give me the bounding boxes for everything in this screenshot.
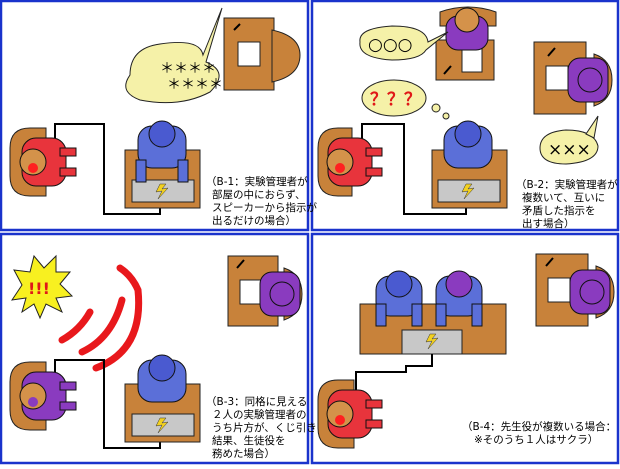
caption-line: ２人の実験管理者の — [212, 408, 307, 421]
teacher-arm — [177, 159, 189, 183]
caption-line: スピーカーから指示が — [212, 201, 317, 214]
empty-chair — [271, 29, 301, 83]
learner-mark — [335, 163, 345, 173]
lightning-icon — [461, 183, 475, 200]
learner-arm — [59, 381, 77, 391]
confederate-arm — [435, 303, 447, 327]
pen-icon — [236, 259, 245, 269]
caption-line: 部屋の中におらず、 — [212, 188, 306, 201]
learner-mark — [335, 415, 345, 425]
connection-wire — [54, 359, 161, 449]
learner-head — [326, 148, 354, 176]
alarm-burst-icon — [10, 254, 74, 320]
thought-dot — [431, 103, 441, 113]
speaker-speech-bubble — [125, 7, 223, 104]
teacher-head — [454, 120, 482, 148]
lightning-icon — [155, 183, 169, 200]
speech-bubble-a — [359, 25, 449, 61]
manager-head — [577, 67, 603, 93]
caption-line: （B-1：実験管理者が — [206, 175, 308, 188]
paper-sheet — [545, 65, 569, 91]
caption-line: うち片方が、くじ引きの — [212, 421, 327, 434]
learner-mark — [28, 163, 38, 173]
caption-line: 結果、生徒役を — [212, 434, 286, 447]
panel-b1: ＊＊＊＊ ＊＊＊＊ （B-1：実験管理者が 部屋の中におらず、 スピーカーから指… — [9, 7, 317, 227]
connection-wire — [361, 123, 467, 215]
teacher-head — [148, 120, 176, 148]
caption-line: （B-3：同格に見える — [206, 395, 307, 408]
learner-arm — [59, 167, 77, 177]
panel-b2: ○○○ ？？？ ××× （B-2：実験管理者が 複数いて、互いに — [317, 6, 618, 230]
speech-bubble-b-tail — [585, 115, 599, 139]
learner-arm — [59, 401, 77, 411]
panel-b4-frame — [310, 232, 620, 465]
teacher-head — [148, 354, 176, 382]
learner-arm — [365, 399, 383, 409]
panel-b4: （B-4：先生役が複数いる場合： ※そのうち１人はサクラ） — [317, 253, 616, 449]
lightning-icon — [425, 333, 439, 350]
pen-icon — [443, 65, 452, 75]
speech-a-text: ○○○ — [368, 35, 413, 55]
teacher-head — [385, 270, 413, 298]
learner-arm — [365, 419, 383, 429]
speech-line-1: ＊＊＊＊ — [160, 61, 216, 77]
teacher-arm — [411, 303, 423, 327]
manager-head — [269, 281, 295, 307]
learner-arm — [365, 167, 383, 177]
pen-icon — [547, 47, 556, 57]
learner-arm — [59, 147, 77, 157]
caption-line: 務めた場合） — [212, 447, 275, 460]
caption-line: 出す場合） — [522, 217, 575, 230]
pen-icon — [233, 23, 241, 31]
learner-head — [19, 382, 47, 410]
teacher-arm — [135, 159, 147, 183]
learner-arm — [365, 147, 383, 157]
connection-wire — [54, 123, 161, 215]
sound-wave-icon — [58, 308, 94, 344]
speech-bubble-b — [539, 129, 599, 165]
panel-b3-frame — [0, 232, 310, 465]
thought-bubble — [361, 79, 427, 117]
panel-b2-frame — [310, 0, 620, 232]
paper-sheet — [239, 279, 263, 305]
caption-line: （B-2：実験管理者が — [516, 178, 618, 191]
caption-line: 複数いて、互いに — [522, 191, 605, 204]
manager-head — [579, 279, 605, 305]
burst-text: !!! — [28, 279, 50, 298]
connection-wire — [355, 354, 433, 396]
speech-line-2: ＊＊＊＊ — [167, 77, 223, 93]
caption-line: 矛盾した指示を — [522, 204, 596, 217]
panel-b1-frame — [0, 0, 310, 232]
teacher-arm — [375, 303, 387, 327]
learner-head — [326, 400, 354, 428]
sound-wave-icon — [78, 296, 126, 356]
lightning-icon — [155, 417, 169, 434]
panel-b3: !!! （B-3：同格に見える ２人の実験管理者の うち片方が、くじ引きの 結果… — [9, 254, 327, 460]
sound-wave-icon — [92, 264, 143, 372]
manager-head — [454, 7, 480, 33]
learner-mark — [28, 397, 38, 407]
learner-head — [19, 148, 47, 176]
paper-sheet — [547, 277, 571, 303]
confederate-arm — [471, 303, 483, 327]
speech-b-text: ××× — [548, 140, 591, 160]
thought-dot — [442, 112, 450, 120]
caption-line: （B-4：先生役が複数いる場合： — [462, 420, 616, 433]
caption-line: ※そのうち１人はサクラ） — [474, 434, 598, 446]
paper-sheet — [237, 41, 261, 67]
confederate-head — [445, 270, 473, 298]
paper-sheet — [461, 47, 483, 73]
caption-line: 出るだけの場合） — [212, 214, 296, 227]
thought-text: ？？？ — [370, 90, 421, 110]
pen-icon — [545, 257, 554, 267]
